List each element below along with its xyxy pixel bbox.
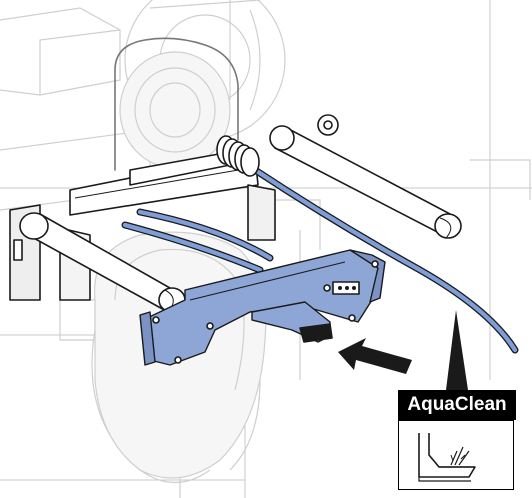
mounting-hook xyxy=(317,114,339,136)
supply-hose xyxy=(236,156,519,354)
aquaclean-label: AquaClean xyxy=(398,390,516,420)
callout-leader xyxy=(446,310,468,390)
spring-coil xyxy=(216,135,260,177)
water-hoses xyxy=(121,208,274,274)
aquaclean-callout xyxy=(398,420,514,490)
insert-arrow xyxy=(338,338,412,374)
blue-mounting-bracket xyxy=(139,249,386,366)
toilet-bidet-spray-icon xyxy=(418,433,476,482)
support-rod-right xyxy=(269,125,462,239)
